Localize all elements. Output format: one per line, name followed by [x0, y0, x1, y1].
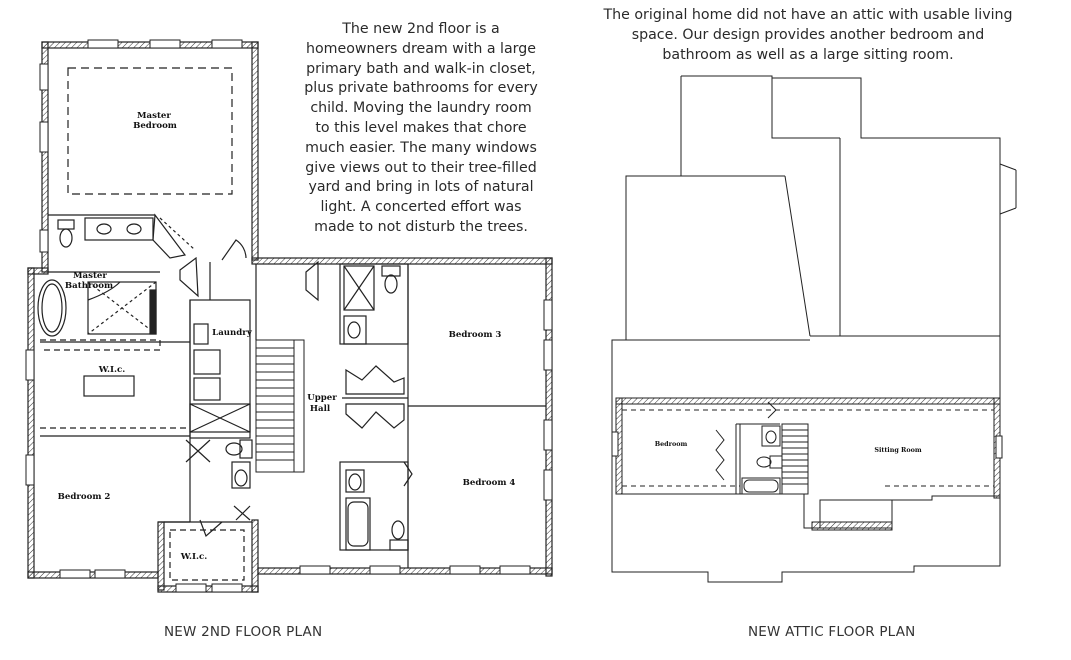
windows — [25, 39, 553, 593]
main-stair — [255, 339, 305, 473]
master-bedroom-ceiling — [67, 67, 233, 195]
bedroom-2-label: Bedroom 2 — [58, 492, 111, 502]
wic-label-1: W.I.c. — [98, 365, 126, 375]
second-floor-plan — [25, 39, 553, 593]
upper-hall-label-2: Hall — [310, 404, 331, 414]
master-bathroom-label-1: Master — [73, 271, 107, 281]
laundry-label: Laundry — [212, 328, 253, 338]
bedroom-3-label: Bedroom 3 — [449, 330, 502, 340]
attic-plan — [611, 75, 1017, 583]
upper-hall-label-1: Upper — [307, 393, 337, 403]
sitting-room-label: Sitting Room — [874, 446, 922, 454]
attic-caption: NEW ATTIC FLOOR PLAN — [748, 624, 916, 640]
exterior-walls — [27, 41, 553, 593]
attic-bedroom-label: Bedroom — [655, 440, 688, 448]
master-bedroom-label-2: Bedroom — [133, 121, 177, 131]
attic-top-wall — [615, 397, 1001, 405]
second-floor-room-labels: Master Bedroom Master Bathroom W.I.c. La… — [58, 111, 516, 562]
second-floor-description: The new 2nd floor is a homeowners dream … — [304, 21, 538, 235]
attic-description: The original home did not have an attic … — [603, 7, 1013, 63]
bedroom-4-label: Bedroom 4 — [463, 478, 516, 488]
master-bedroom-label-1: Master — [137, 111, 171, 121]
master-bathroom-label-2: Bathroom — [65, 281, 113, 291]
wic-label-2: W.I.c. — [180, 552, 208, 562]
second-floor-caption: NEW 2ND FLOOR PLAN — [164, 624, 323, 640]
attic-room-labels: Bedroom Sitting Room — [655, 440, 922, 454]
